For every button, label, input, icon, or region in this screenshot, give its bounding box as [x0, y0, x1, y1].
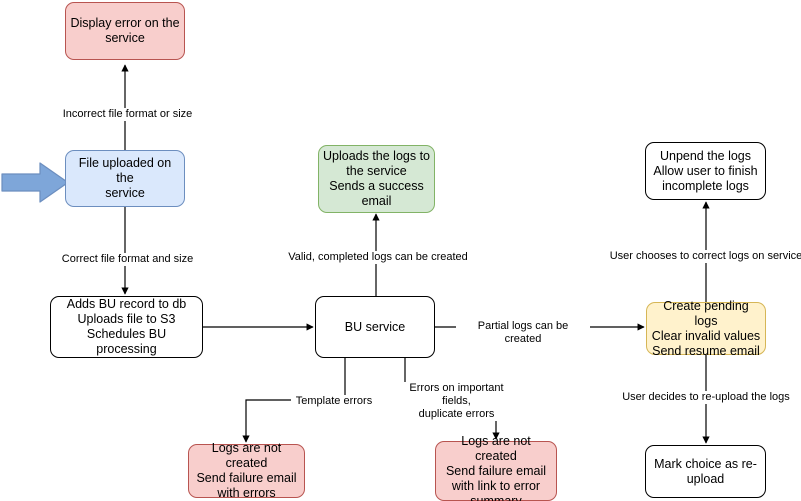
node-logs-not-created-errors[interactable]: Logs are not created Send failure email … — [188, 441, 305, 500]
edge-label-errors-important-fields: Errors on important fields, duplicate er… — [392, 382, 521, 421]
input-entry-arrow — [1, 162, 69, 203]
edge-label-valid-completed: Valid, completed logs can be created — [281, 251, 475, 264]
node-display-error[interactable]: Display error on the service — [65, 2, 185, 60]
node-mark-choice-reupload[interactable]: Mark choice as re- upload — [645, 445, 766, 498]
node-logs-not-created-summary[interactable]: Logs are not created Send failure email … — [435, 434, 557, 501]
edge-label-user-corrects-logs: User chooses to correct logs on service — [607, 250, 801, 263]
edge-label-correct-format: Correct file format and size — [53, 253, 202, 266]
node-unpend-logs[interactable]: Unpend the logs Allow user to finish inc… — [645, 142, 766, 200]
node-file-uploaded[interactable]: File uploaded on the service — [65, 150, 185, 207]
edge-label-template-errors: Template errors — [291, 395, 377, 408]
edge-label-partial-logs: Partial logs can be created — [456, 320, 590, 346]
node-adds-bu-record[interactable]: Adds BU record to db Uploads file to S3 … — [50, 296, 203, 358]
node-uploads-logs[interactable]: Uploads the logs to the service Sends a … — [318, 145, 435, 213]
edge-label-incorrect-format: Incorrect file format or size — [53, 108, 202, 121]
node-bu-service[interactable]: BU service — [315, 296, 435, 358]
node-create-pending-logs[interactable]: Create pending logs Clear invalid values… — [646, 299, 766, 358]
edge-label-user-reuploads: User decides to re-upload the logs — [618, 391, 794, 404]
